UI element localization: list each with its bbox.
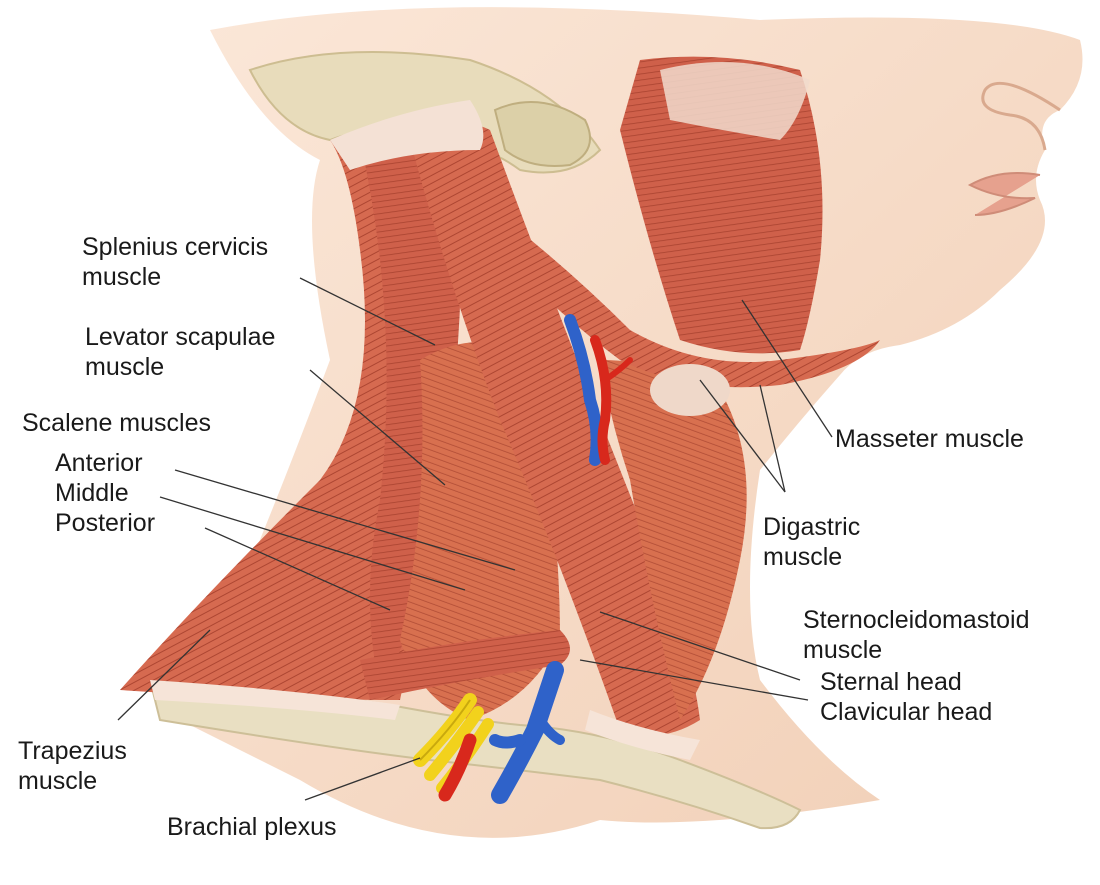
label-splenius-line2: muscle xyxy=(82,263,162,291)
digastric-shape xyxy=(470,200,880,388)
label-digastric-line1: Digastric xyxy=(763,513,861,541)
label-sternal-head: Sternal head xyxy=(820,668,962,696)
label-clavicular-head: Clavicular head xyxy=(820,698,993,726)
label-levator-line1: Levator scapulae xyxy=(85,323,276,351)
label-trapezius-line1: Trapezius xyxy=(18,737,127,765)
lower-tendons xyxy=(150,680,400,720)
levator-scapulae-shape xyxy=(360,110,463,690)
lips xyxy=(967,172,1041,216)
nose xyxy=(981,81,1061,151)
upper-artery xyxy=(590,335,612,465)
label-scm-line1: Sternocleidomastoid xyxy=(803,606,1030,634)
label-levator-line2: muscle xyxy=(85,353,165,381)
upper-tendons xyxy=(330,100,484,170)
label-posterior: Posterior xyxy=(55,509,156,537)
leader-lines xyxy=(117,277,833,801)
label-splenius-cervicis: Splenius cervicis muscle xyxy=(82,232,268,292)
sternocleidomastoid-shape xyxy=(410,122,700,736)
label-splenius-line1: Splenius cervicis xyxy=(82,233,269,261)
label-brachial-plexus: Brachial plexus xyxy=(167,813,337,841)
anterior-neck-muscles xyxy=(600,360,747,720)
masseter-tendon xyxy=(660,62,810,140)
vertebra-bone xyxy=(493,101,591,167)
label-trapezius-line2: muscle xyxy=(18,767,98,795)
label-trapezius: Trapezius muscle xyxy=(18,736,127,796)
label-middle: Middle xyxy=(55,479,129,507)
omohyoid-strap xyxy=(360,630,570,700)
scm-lower-tendons xyxy=(585,710,700,760)
label-sternocleidomastoid: Sternocleidomastoid muscle xyxy=(803,605,1030,665)
label-digastric: Digastric muscle xyxy=(763,512,860,572)
label-levator-scapulae: Levator scapulae muscle xyxy=(85,322,275,382)
subclavian-vein xyxy=(489,661,565,804)
hyoid-tendon xyxy=(650,364,730,416)
label-digastric-line2: muscle xyxy=(763,543,843,571)
upper-vein xyxy=(564,314,603,466)
label-masseter: Masseter muscle xyxy=(835,425,1024,453)
label-scm-line2: muscle xyxy=(803,636,883,664)
subclavian-artery xyxy=(438,733,477,802)
upper-artery-branch xyxy=(602,357,633,383)
label-anterior: Anterior xyxy=(55,449,143,477)
label-scalene-muscles: Scalene muscles xyxy=(22,409,211,437)
